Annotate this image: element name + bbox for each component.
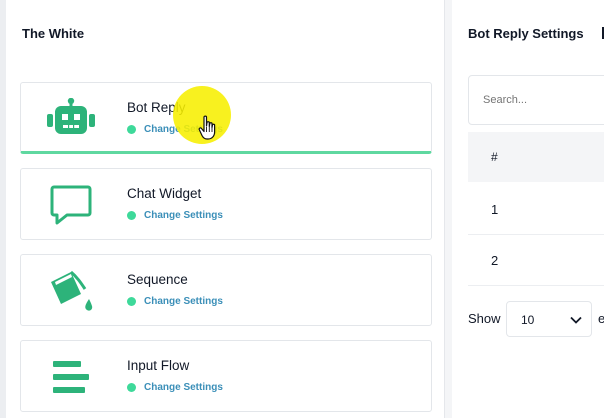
card-input-flow[interactable]: Input Flow Change Settings [20, 340, 432, 412]
status-dot [127, 125, 136, 134]
card-title: Bot Reply [127, 100, 186, 115]
background-strip [0, 0, 6, 418]
bot-reply-settings-panel: Bot Reply Settings # 1 2 Show 10 e [452, 0, 604, 418]
change-settings-link[interactable]: Change Settings [144, 210, 223, 221]
hand-cursor-icon [198, 115, 218, 141]
card-status: Change Settings [127, 382, 223, 393]
settings-list-panel: The White Bot Reply Change Settings [6, 0, 445, 418]
card-title: Input Flow [127, 358, 190, 373]
entries-label: e [598, 311, 604, 326]
robot-icon [43, 97, 99, 141]
chevron-down-icon [569, 313, 583, 327]
card-title: Sequence [127, 272, 188, 287]
show-label: Show [468, 311, 501, 326]
settings-title: Bot Reply Settings [468, 26, 584, 41]
card-status: Change Settings [127, 210, 223, 221]
search-input[interactable] [468, 75, 604, 125]
table-header: # [468, 132, 604, 182]
row-index: 2 [491, 253, 499, 268]
chat-bubble-icon [43, 183, 99, 227]
card-chat-widget[interactable]: Chat Widget Change Settings [20, 168, 432, 240]
panel-title: The White [22, 26, 85, 41]
table-row[interactable]: 1 [468, 184, 604, 235]
card-sequence[interactable]: Sequence Change Settings [20, 254, 432, 326]
page-size-select[interactable]: 10 [506, 301, 592, 337]
status-dot [127, 383, 136, 392]
status-dot [127, 297, 136, 306]
page-size-value: 10 [521, 313, 535, 327]
column-header-index: # [491, 150, 498, 164]
card-title: Chat Widget [127, 186, 202, 201]
card-status: Change Settings [127, 296, 223, 307]
table-row[interactable]: 2 [468, 235, 604, 286]
paint-bucket-icon [43, 269, 99, 313]
status-dot [127, 211, 136, 220]
change-settings-link[interactable]: Change Settings [144, 382, 223, 393]
input-lines-icon [43, 355, 99, 399]
row-index: 1 [491, 202, 499, 217]
change-settings-link[interactable]: Change Settings [144, 296, 223, 307]
truncated-element [602, 27, 604, 39]
